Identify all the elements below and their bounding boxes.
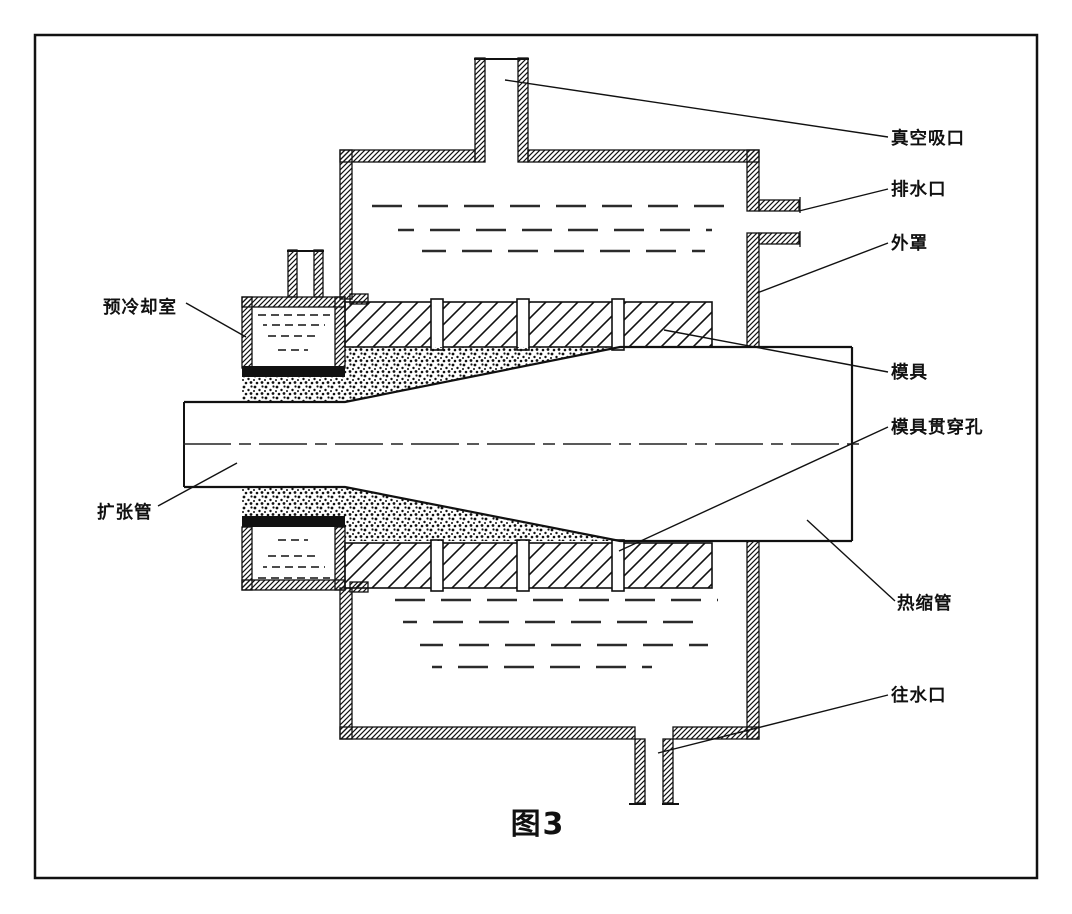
figure-caption: 图3 bbox=[511, 807, 566, 842]
label-water-inlet: 往水口 bbox=[891, 685, 947, 706]
die-through-slot bbox=[516, 539, 530, 592]
label-outer-casing: 外罩 bbox=[891, 233, 928, 254]
chamber-mesh-marks bbox=[258, 314, 330, 351]
label-expander-tube: 扩张管 bbox=[97, 502, 153, 523]
precool-chamber-top bbox=[241, 249, 346, 377]
water-dashes-upper bbox=[372, 204, 733, 253]
labels: 真空吸口 排水口 外罩 模具 模具贯穿孔 热缩管 往水口 预冷却室 扩张管 bbox=[97, 128, 984, 706]
water-dashes-lower bbox=[395, 598, 718, 669]
die-through-slot bbox=[516, 298, 530, 351]
water-inlet-pipe bbox=[629, 738, 679, 805]
die-bottom-row bbox=[344, 539, 713, 592]
label-die: 模具 bbox=[891, 362, 928, 383]
leader-die bbox=[663, 329, 889, 373]
precool-chamber-bottom bbox=[241, 516, 346, 591]
die-through-slot bbox=[430, 298, 444, 351]
leader-expander-tube bbox=[157, 462, 238, 507]
leader-heat-shrink-tube bbox=[806, 519, 896, 602]
leader-die-through-hole bbox=[618, 426, 889, 552]
label-heat-shrink-tube: 热缩管 bbox=[897, 593, 953, 614]
label-vacuum-port: 真空吸口 bbox=[891, 128, 965, 149]
leader-vacuum-port bbox=[504, 79, 889, 138]
outer-frame bbox=[33, 33, 1039, 880]
leader-outer-casing bbox=[756, 242, 889, 294]
chamber-seal-bar bbox=[242, 366, 345, 377]
leader-lines bbox=[157, 79, 896, 754]
leader-precool-chamber bbox=[185, 302, 247, 338]
drain-pipe bbox=[758, 197, 801, 247]
die-through-slot bbox=[611, 539, 625, 592]
die-top-row bbox=[344, 298, 713, 351]
leader-water-inlet bbox=[657, 694, 889, 754]
die-through-slot bbox=[430, 539, 444, 592]
label-die-through-hole: 模具贯穿孔 bbox=[891, 417, 984, 438]
label-drain-port: 排水口 bbox=[891, 179, 947, 200]
outer-casing-walls bbox=[339, 149, 760, 740]
die-through-slot bbox=[611, 298, 625, 351]
chamber-mesh-marks bbox=[258, 539, 330, 579]
leader-drain-port bbox=[798, 188, 889, 212]
vacuum-pipe bbox=[474, 57, 529, 163]
label-precool-chamber: 预冷却室 bbox=[103, 297, 177, 318]
chamber-seal-bar bbox=[242, 516, 345, 527]
